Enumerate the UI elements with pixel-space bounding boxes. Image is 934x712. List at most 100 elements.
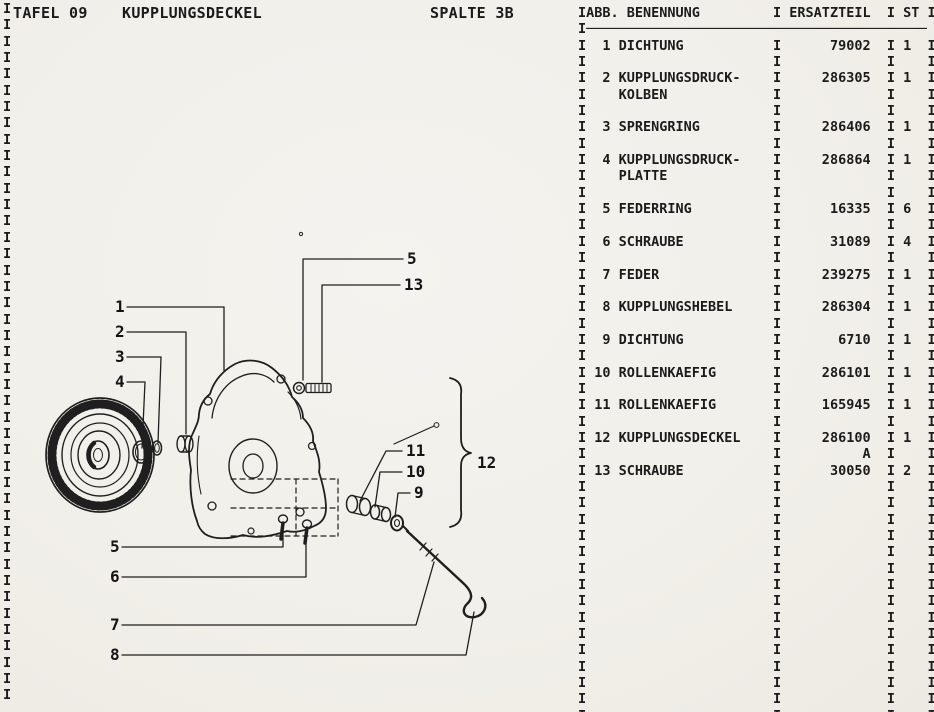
column-separator: I — [773, 54, 782, 71]
callout-labels: 1 2 3 4 5 13 11 10 9 12 5 6 7 8 — [110, 249, 496, 664]
column-separator: I — [578, 266, 587, 283]
cell-benennung — [586, 54, 773, 70]
cell-benennung — [586, 512, 773, 528]
column-separator: I — [578, 462, 587, 479]
column-separator: I — [773, 691, 782, 708]
column-separator: I — [773, 511, 782, 528]
column-separator: I — [578, 642, 587, 659]
column-separator: I — [927, 233, 934, 250]
cell-ersatzteil: 286304 — [781, 299, 871, 316]
cell-st: 1 — [894, 70, 912, 87]
column-separator: I — [886, 495, 895, 512]
column-separator: I — [773, 642, 782, 659]
cell-ersatzteil — [781, 495, 887, 511]
column-separator: I — [578, 446, 587, 463]
column-separator: I — [927, 544, 934, 561]
column-separator: I — [773, 168, 782, 185]
cell-benennung: ABB. BENENNUNG — [586, 5, 700, 21]
cell-benennung: 9 DICHTUNG — [586, 331, 684, 348]
spalte-label: SPALTE 3B — [430, 4, 514, 22]
cell-ersatzteil: 16335 — [781, 201, 871, 218]
column-separator: I — [927, 495, 934, 512]
cell-benennung — [586, 593, 773, 609]
column-separator: I — [578, 37, 587, 54]
cell-benennung — [586, 250, 773, 266]
cell-benennung — [586, 414, 773, 430]
cell-ersatzteil — [781, 708, 887, 712]
column-separator: I — [578, 675, 587, 692]
column-separator: I — [773, 364, 782, 381]
column-separator: I — [927, 691, 934, 708]
column-separator: I — [578, 299, 587, 316]
column-separator: I — [773, 331, 782, 348]
cell-benennung: 10 ROLLENKAEFIG — [586, 364, 717, 381]
cell-st — [895, 659, 928, 675]
cell-benennung: KOLBEN — [586, 86, 668, 103]
seal-ring — [390, 514, 404, 532]
column-separator: I — [578, 152, 587, 169]
header-divider: ────────────────────────────────────────… — [586, 21, 928, 38]
cell-ersatzteil — [781, 577, 887, 593]
cell-ersatzteil — [781, 103, 887, 119]
column-separator: I — [773, 478, 782, 495]
cell-st — [895, 316, 928, 332]
column-separator: I — [773, 217, 782, 234]
cell-ersatzteil — [781, 593, 887, 609]
column-separator: I — [886, 642, 895, 659]
column-separator: I — [773, 658, 782, 675]
column-separator: I — [773, 5, 782, 21]
column-separator: I — [887, 708, 895, 712]
cell-benennung — [586, 283, 773, 299]
column-separator: I — [927, 152, 934, 169]
column-separator: I — [927, 184, 934, 201]
column-separator: I — [578, 168, 587, 185]
column-separator: I — [773, 152, 782, 169]
column-separator: I — [773, 626, 782, 643]
cell-benennung — [586, 577, 773, 593]
column-separator: I — [927, 560, 934, 577]
cell-benennung — [586, 381, 773, 397]
cell-st — [895, 446, 928, 462]
cell-st: 1 — [894, 152, 912, 169]
cell-ersatzteil — [781, 381, 887, 397]
column-separator: I — [578, 348, 587, 365]
cell-st: 6 — [894, 201, 912, 218]
column-separator: I — [578, 119, 587, 136]
cell-benennung: 6 SCHRAUBE — [586, 233, 684, 250]
cell-st — [895, 250, 928, 266]
callout-label: 6 — [110, 567, 120, 586]
column-separator: I — [773, 119, 782, 136]
cell-benennung: 12 KUPPLUNGSDECKEL — [586, 429, 741, 446]
column-separator: I — [578, 103, 587, 120]
column-separator: I — [773, 348, 782, 365]
column-separator: I — [578, 315, 587, 332]
column-separator: I — [773, 282, 782, 299]
column-separator: I — [773, 266, 782, 283]
cell-st: 1 — [894, 266, 912, 283]
column-separator: I — [927, 462, 934, 479]
cell-ersatzteil — [781, 316, 887, 332]
column-separator: I — [578, 495, 587, 512]
cell-ersatzteil — [781, 250, 887, 266]
cell-ersatzteil — [781, 54, 887, 70]
cell-ersatzteil: 286100 — [781, 429, 871, 446]
cell-ersatzteil — [781, 544, 887, 560]
cell-st — [895, 495, 928, 511]
cell-ersatzteil — [781, 675, 887, 691]
cell-st — [895, 87, 928, 103]
cell-st: 2 — [894, 462, 912, 479]
column-separator: I — [773, 577, 782, 594]
